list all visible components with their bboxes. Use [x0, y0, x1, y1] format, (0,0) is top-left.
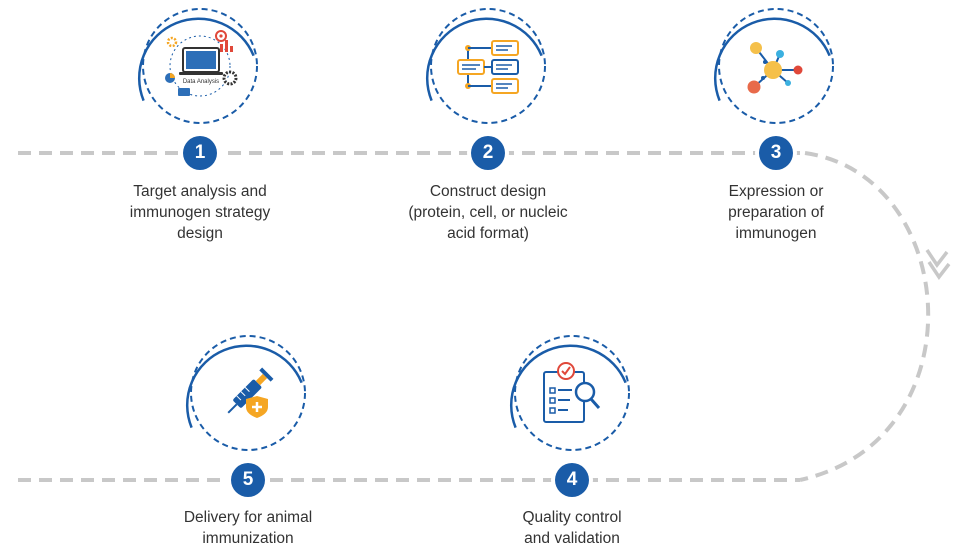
step-label-2: Construct design (protein, cell, or nucl… [383, 181, 593, 244]
step-ring-1: Data Analysis [137, 8, 258, 124]
step-label-5: Delivery for animal immunization [143, 507, 353, 549]
step-ring-4 [509, 335, 630, 451]
step-number-5: 5 [231, 463, 265, 497]
step-label-4: Quality control and validation [467, 507, 677, 549]
step-label-4-line: and validation [524, 530, 620, 547]
step-number-4: 4 [555, 463, 589, 497]
data-analysis-caption: Data Analysis [183, 79, 219, 85]
molecule-icon [747, 42, 803, 94]
step-label-3-line: preparation of [728, 204, 824, 221]
connector-curve [799, 151, 931, 482]
data-analysis-icon: Data Analysis [165, 30, 238, 97]
step-ring-2 [425, 8, 546, 124]
step-label-1-line: immunogen strategy [129, 204, 271, 221]
step-label-5-line: immunization [202, 530, 294, 547]
step-label-1: Target analysis and immunogen strategy d… [95, 181, 305, 244]
step-label-2-line: acid format) [447, 225, 529, 242]
step-label-5-line: Delivery for animal [183, 509, 313, 526]
step-ring-5 [185, 335, 306, 451]
quality-checklist-icon [543, 362, 601, 423]
flowchart-icon [457, 40, 519, 94]
step-ring-3 [713, 8, 834, 124]
step-label-2-line: Construct design [429, 183, 547, 200]
step-label-3-line: Expression or [728, 183, 824, 200]
step-number-3: 3 [759, 136, 793, 170]
step-label-3: Expression or preparation of immunogen [671, 181, 881, 244]
step-number-1: 1 [183, 136, 217, 170]
step-number-2: 2 [471, 136, 505, 170]
step-label-3-line: immunogen [735, 225, 817, 242]
step-label-4-line: Quality control [522, 509, 622, 526]
step-label-1-line: design [177, 225, 223, 242]
arrow-chevron-icon [925, 249, 949, 269]
step-label-2-line: (protein, cell, or nucleic [408, 204, 568, 221]
step-label-1-line: Target analysis and [133, 183, 267, 200]
vaccine-syringe-icon [227, 367, 274, 418]
arrow-chevron-icon [927, 261, 951, 281]
